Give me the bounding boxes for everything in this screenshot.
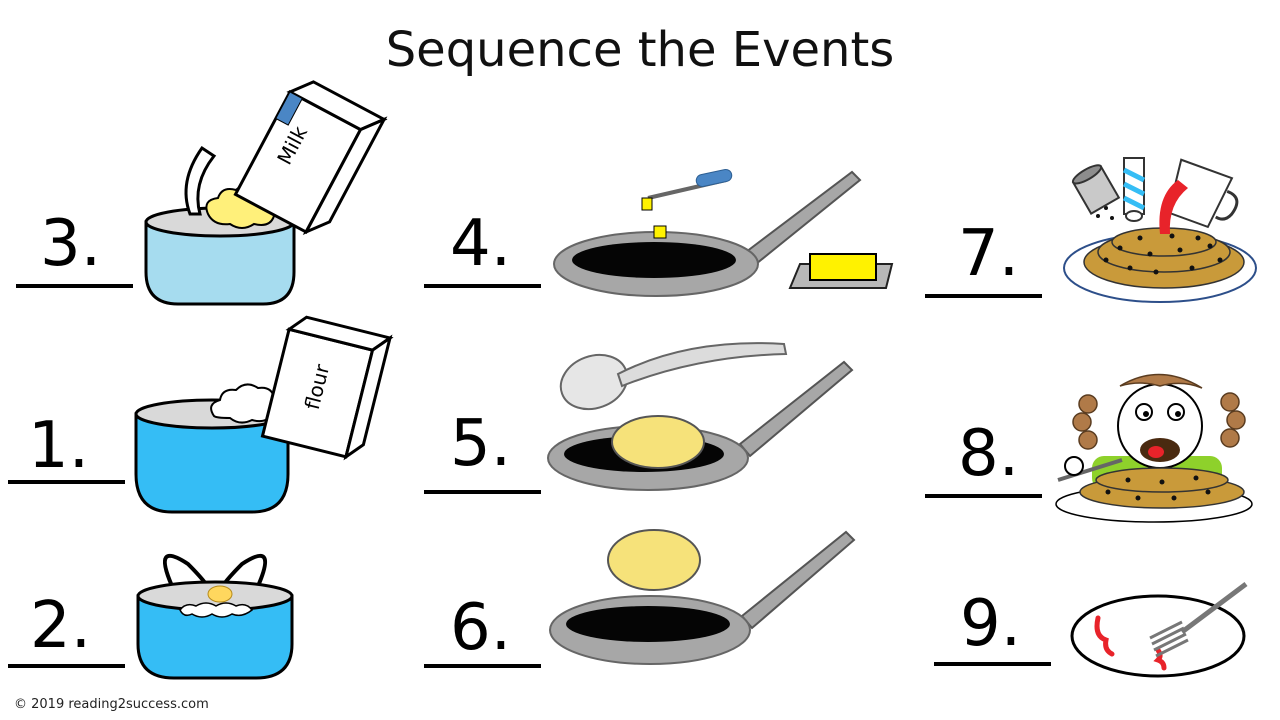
pancake-flipping-over-pan-icon [549, 529, 856, 665]
answer-line[interactable] [16, 284, 133, 288]
answer-line[interactable] [424, 664, 541, 668]
ladle-pouring-pancake-in-pan-icon [547, 342, 854, 491]
item-number: 2. [30, 589, 92, 663]
item-number: 5. [450, 407, 512, 481]
item-number: 9. [960, 587, 1022, 661]
answer-line[interactable] [8, 480, 125, 484]
girl-eating-spaghetti-icon [1055, 373, 1253, 523]
copyright-text: © 2019 reading2success.com [14, 697, 209, 712]
item-number: 7. [958, 217, 1020, 291]
answer-line[interactable] [925, 294, 1042, 298]
page-title: Sequence the Events [385, 22, 895, 78]
item-number: 1. [28, 409, 90, 483]
milk-carton-pouring-into-pot-icon: Milk [144, 80, 388, 306]
egg-cracked-into-pot-icon [136, 553, 294, 680]
butter-melting-in-frying-pan-icon [553, 169, 894, 297]
answer-line[interactable] [8, 664, 125, 668]
answer-line[interactable] [934, 662, 1051, 666]
item-number: 3. [40, 207, 102, 281]
flour-box-pouring-into-pot-icon: flour [134, 315, 394, 514]
item-number: 4. [450, 207, 512, 281]
seasoning-spaghetti-icon [1063, 157, 1257, 303]
answer-line[interactable] [424, 490, 541, 494]
item-number: 6. [450, 591, 512, 665]
item-number: 8. [958, 417, 1020, 491]
empty-plate-with-fork-icon [1070, 582, 1248, 678]
answer-line[interactable] [424, 284, 541, 288]
answer-line[interactable] [925, 494, 1042, 498]
